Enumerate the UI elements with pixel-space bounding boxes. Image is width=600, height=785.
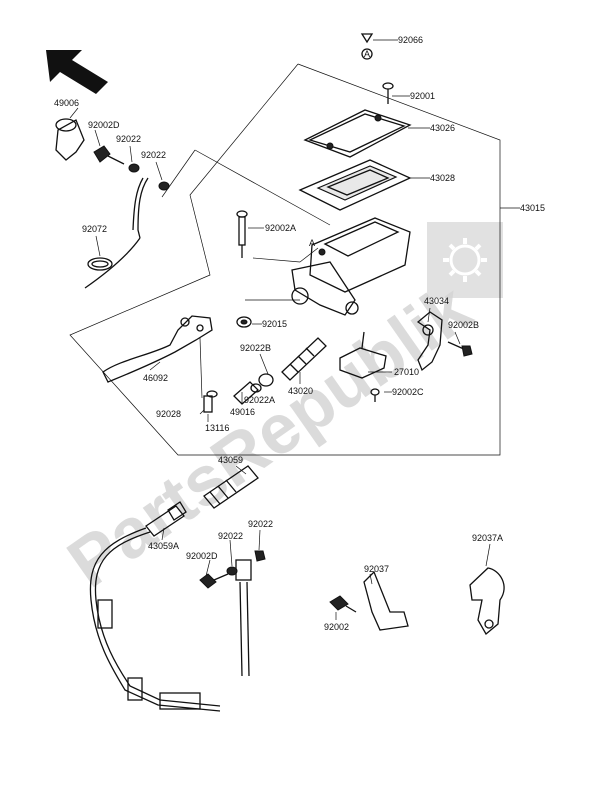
- arrow-up-left-icon: [46, 50, 108, 94]
- label-A-ref-1: A: [309, 238, 315, 248]
- label-92022B: 92022B: [240, 343, 271, 353]
- label-43059A: 43059A: [148, 541, 179, 551]
- label-92002B: 92002B: [448, 320, 479, 330]
- label-92022-d: 92022: [248, 519, 273, 529]
- hose-washer-2: [158, 181, 170, 191]
- lower-washer-1: [226, 566, 238, 576]
- label-49016: 49016: [230, 407, 255, 417]
- switch-screw: [370, 388, 380, 402]
- lower-banjo-bolt: [199, 573, 229, 589]
- label-43028: 43028: [430, 173, 455, 183]
- vertical-hose: [235, 559, 252, 677]
- clutch-lever: [102, 315, 213, 383]
- label-92022-b: 92022: [141, 150, 166, 160]
- banjo-bolt: [93, 145, 125, 165]
- label-92002A: 92002A: [265, 223, 296, 233]
- bleed-screw: [236, 210, 248, 258]
- label-49006: 49006: [54, 98, 79, 108]
- hose-clip: [87, 257, 113, 271]
- label-92072: 92072: [82, 224, 107, 234]
- label-92022A: 92022A: [244, 395, 275, 405]
- label-92002: 92002: [324, 622, 349, 632]
- label-92037: 92037: [364, 564, 389, 574]
- lever-washer: [236, 316, 252, 328]
- hose-clamp: [469, 567, 505, 635]
- holder-clamp: [416, 311, 443, 372]
- label-43020: 43020: [288, 386, 313, 396]
- label-A-ref-2: A: [364, 49, 370, 59]
- master-cylinder-body: [291, 217, 411, 316]
- label-43059: 43059: [218, 455, 243, 465]
- clutch-switch: [339, 331, 387, 379]
- label-43015: 43015: [520, 203, 545, 213]
- leader-lines: [69, 39, 520, 620]
- label-92066: 92066: [398, 35, 423, 45]
- lower-pipe-end: [145, 501, 187, 537]
- label-92028: 92028: [156, 409, 181, 419]
- label-27010: 27010: [394, 367, 419, 377]
- label-92022-c: 92022: [218, 531, 243, 541]
- clutch-hose: [89, 527, 221, 712]
- label-92022-a: 92022: [116, 134, 141, 144]
- label-92002C: 92002C: [392, 387, 424, 397]
- label-13116: 13116: [205, 423, 229, 433]
- assembly-boundary: [69, 63, 501, 456]
- banjo-fitting: [55, 118, 85, 161]
- hose-washer: [128, 163, 140, 173]
- piston-set: [203, 337, 327, 413]
- cap-screw: [382, 82, 394, 104]
- top-screw-marker: [360, 33, 374, 60]
- reservoir-cap: [303, 109, 412, 158]
- label-46092: 46092: [143, 373, 168, 383]
- label-43034: 43034: [424, 296, 449, 306]
- label-92002D-top: 92002D: [88, 120, 120, 130]
- label-43026: 43026: [430, 123, 455, 133]
- label-92037A: 92037A: [472, 533, 503, 543]
- gear-icon: [427, 222, 503, 298]
- label-92002D-bottom: 92002D: [186, 551, 218, 561]
- hose-bracket: [363, 570, 409, 631]
- upper-hose: [84, 177, 149, 289]
- callout-labels: 92066 92001 43026 43028 43015 49006 9200…: [54, 35, 545, 632]
- label-92015: 92015: [262, 319, 287, 329]
- label-92001: 92001: [410, 91, 435, 101]
- lower-washer-2: [254, 550, 266, 562]
- diaphragm: [298, 159, 412, 211]
- clamp-bolt: [447, 341, 473, 357]
- lower-hose-fitting: [203, 465, 259, 509]
- bracket-bolt: [329, 595, 357, 613]
